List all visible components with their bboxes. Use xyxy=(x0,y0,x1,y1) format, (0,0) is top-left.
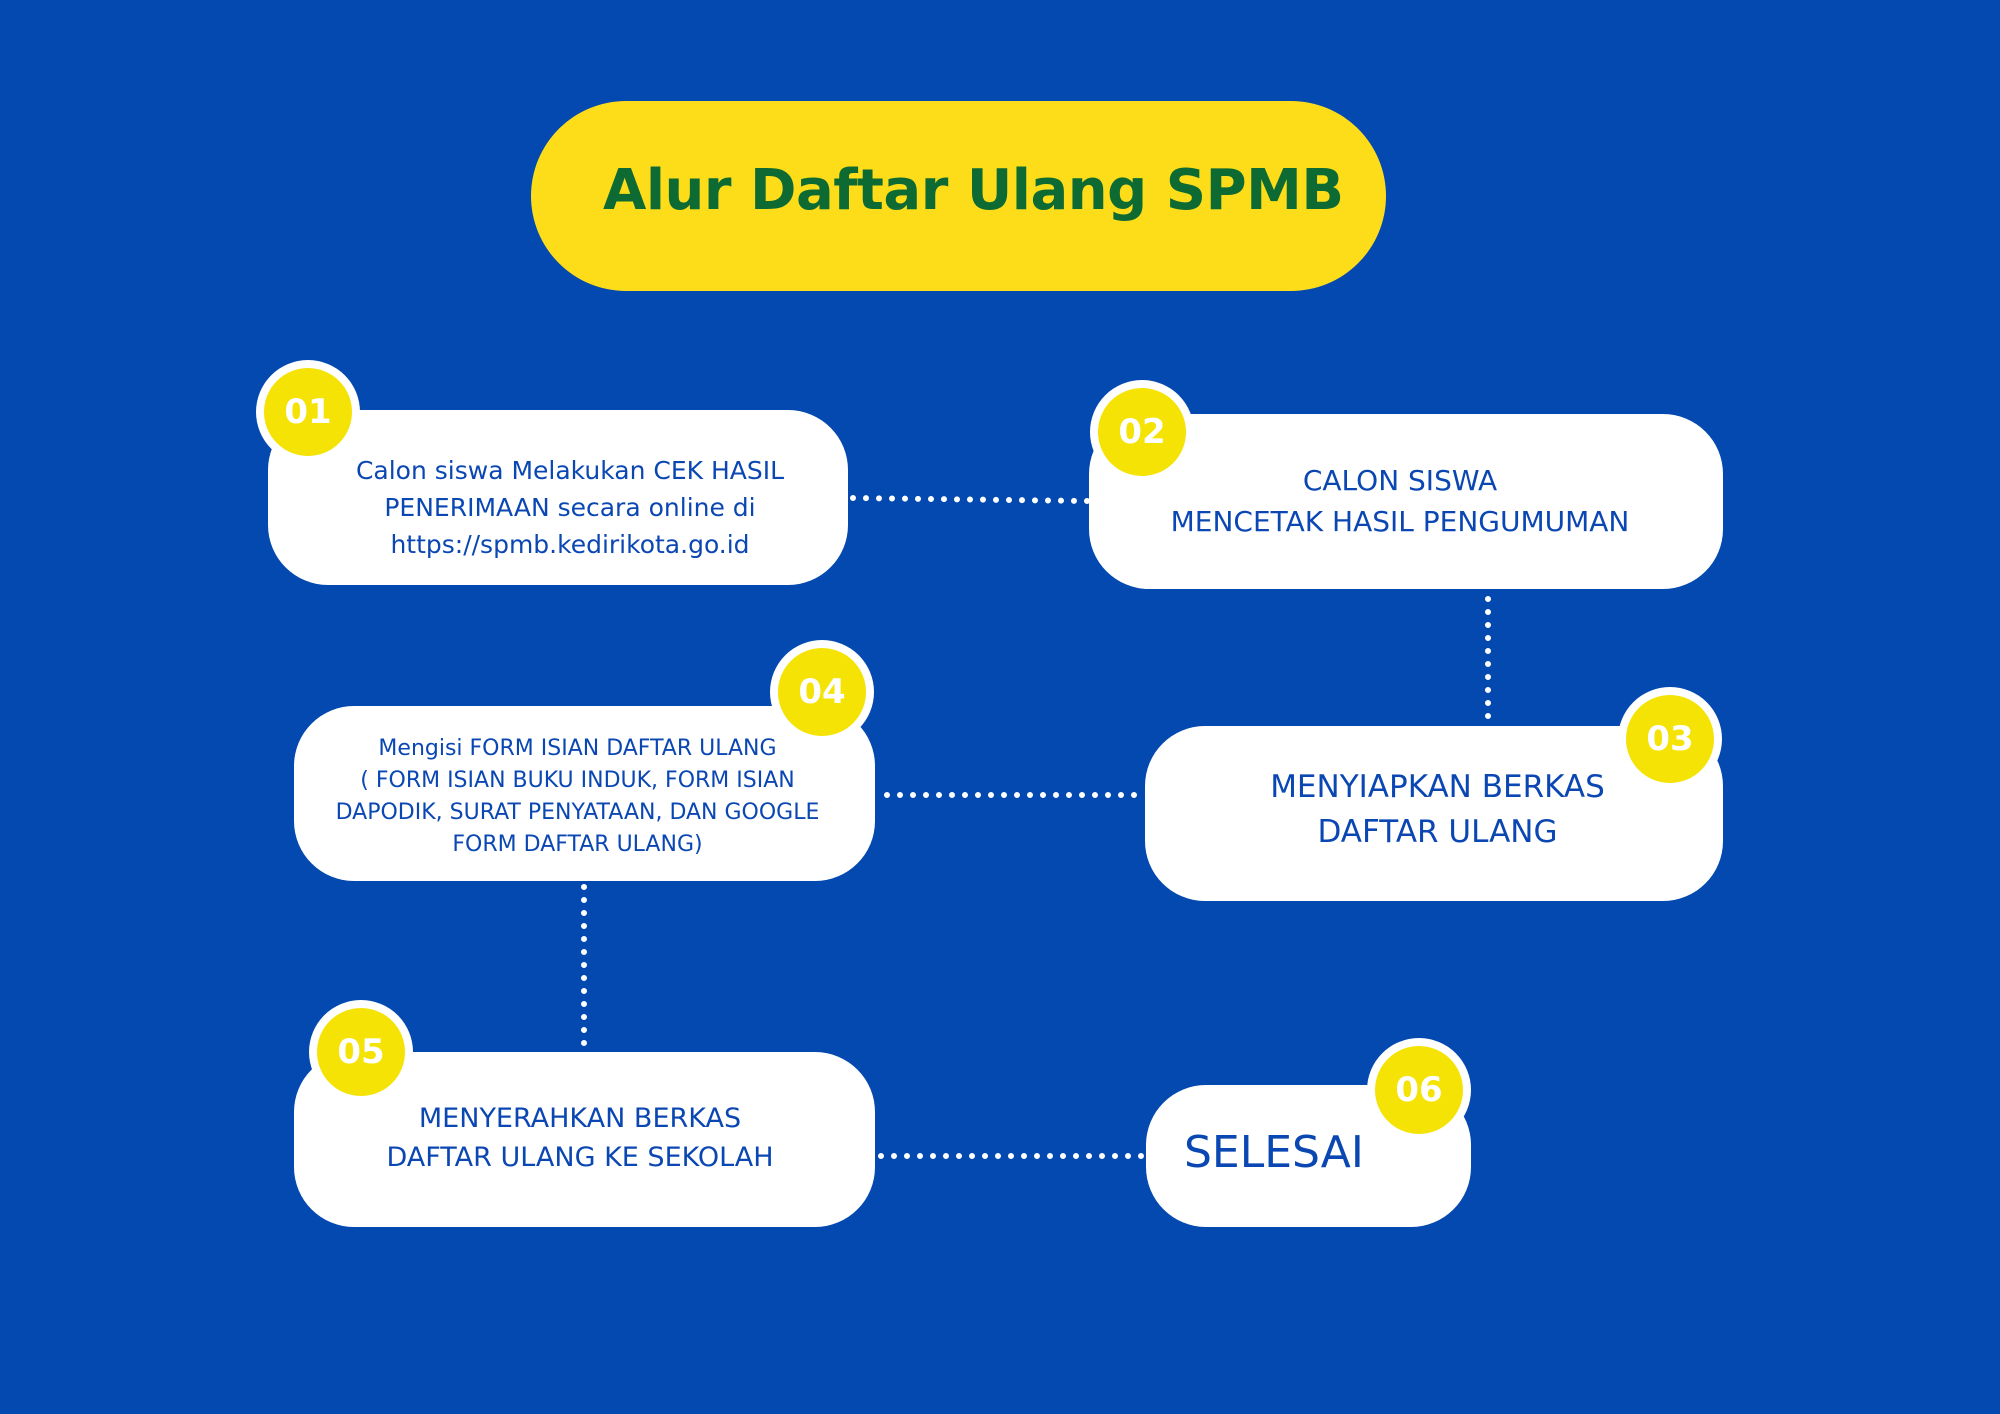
step-02-badge: 02 xyxy=(1090,380,1194,484)
step-06-text: SELESAI xyxy=(1184,1127,1364,1178)
connector-04-05 xyxy=(581,884,587,1056)
step-06-badge: 06 xyxy=(1367,1038,1471,1142)
step-01-badge: 01 xyxy=(256,360,360,464)
title-pill xyxy=(531,101,1386,291)
step-04-badge: 04 xyxy=(770,640,874,744)
step-06-number: 06 xyxy=(1375,1046,1463,1134)
connector-02-03 xyxy=(1485,596,1491,730)
step-03-text: MENYIAPKAN BERKAS DAFTAR ULANG xyxy=(1270,769,1605,850)
connector-01-02 xyxy=(850,495,1090,504)
step-02-card xyxy=(1089,414,1723,589)
step-01-text: Calon siswa Melakukan CEK HASIL PENERIMA… xyxy=(355,456,785,559)
step-02-number: 02 xyxy=(1098,388,1186,476)
diagram-title: Alur Daftar Ulang SPMB xyxy=(603,158,1344,223)
step-04-text: Mengisi FORM ISIAN DAFTAR ULANG ( FORM I… xyxy=(335,736,820,857)
connector-03-04 xyxy=(884,792,1146,798)
connector-05-06 xyxy=(878,1153,1148,1159)
step-05-text: MENYERAHKAN BERKAS DAFTAR ULANG KE SEKOL… xyxy=(386,1103,774,1173)
step-04-card xyxy=(294,706,875,881)
step-01-card xyxy=(268,410,848,585)
step-03-number: 03 xyxy=(1626,695,1714,783)
step-05-number: 05 xyxy=(317,1008,405,1096)
step-03-badge: 03 xyxy=(1618,687,1722,791)
step-04-number: 04 xyxy=(778,648,866,736)
step-05-badge: 05 xyxy=(309,1000,413,1104)
step-01-number: 01 xyxy=(264,368,352,456)
step-02-text: CALON SISWA MENCETAK HASIL PENGUMUMAN xyxy=(1170,464,1630,538)
